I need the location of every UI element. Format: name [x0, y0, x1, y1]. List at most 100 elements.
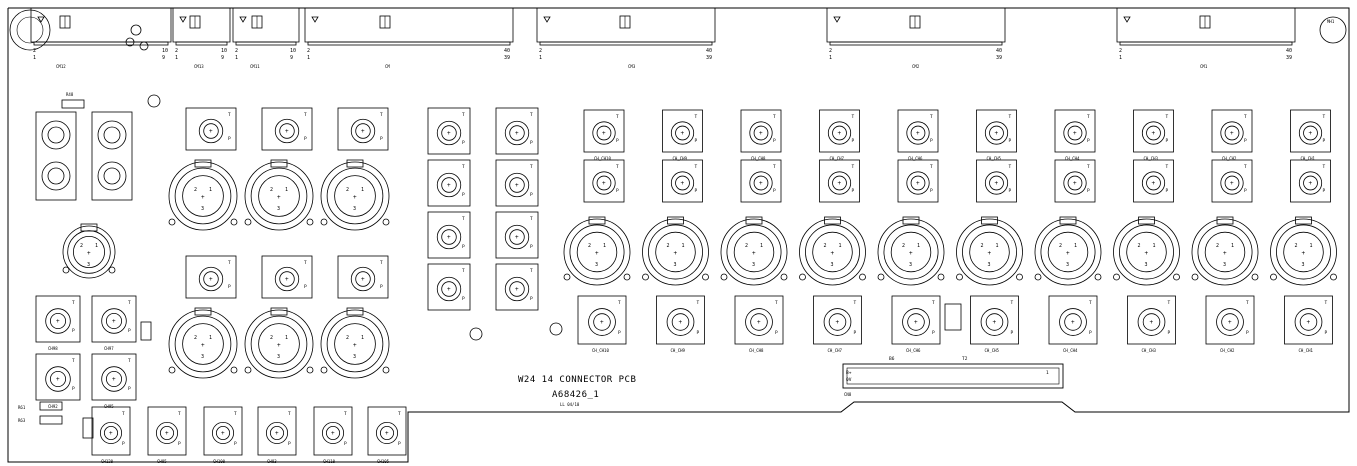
- xlr-latch: [1138, 216, 1155, 225]
- jack-connector: +TP: [427, 159, 471, 207]
- jack-ring: [350, 118, 376, 144]
- xlr-pin: +: [909, 250, 913, 257]
- dual-jack-body: [35, 111, 77, 201]
- jack-plus: +: [109, 430, 113, 437]
- jack-inner: [1303, 175, 1318, 191]
- jack-label: CH120: [101, 459, 114, 464]
- jack-ring: [980, 308, 1009, 336]
- jack-pin: P: [128, 328, 131, 334]
- jack-connector: +TP: [495, 107, 539, 155]
- jack-body: [583, 109, 625, 153]
- xlr-screw: [168, 218, 176, 226]
- jack-pin: T: [228, 112, 231, 118]
- jack-body: [427, 159, 471, 207]
- xlr-pin: 1: [1310, 243, 1313, 249]
- jack-inner: [270, 426, 284, 440]
- xlr-pin: +: [1066, 250, 1070, 257]
- jack-connector: +TP: [337, 255, 389, 299]
- jack-connector: +TP: [427, 263, 471, 311]
- jack-ring: [99, 421, 123, 445]
- jack-pin: T: [1009, 114, 1012, 120]
- jack-ring: [155, 421, 179, 445]
- jack-connector: +TP: [185, 107, 237, 151]
- jack-label: CH_CH3: [1144, 156, 1159, 161]
- xlr-screw: [859, 273, 866, 281]
- jack-plus: +: [285, 128, 289, 135]
- jack-pin: P: [775, 330, 778, 336]
- header-outline: [826, 8, 1006, 43]
- xlr-screw: [799, 273, 806, 281]
- header-pin-label: 2: [175, 48, 178, 54]
- header-ref: CM13: [194, 64, 204, 69]
- xlr-screw: [108, 266, 116, 274]
- jack-plus: +: [331, 430, 335, 437]
- xlr-latch: [1216, 216, 1234, 225]
- jack-pin: P: [462, 140, 465, 146]
- header-pin-label: 2: [539, 48, 542, 54]
- header-pin-label: 40: [504, 48, 510, 54]
- jack-label: CH_CH6: [908, 156, 923, 161]
- jack-plus: +: [916, 180, 920, 187]
- jack-pin: T: [178, 411, 181, 417]
- jack-label: CH100: [213, 459, 226, 464]
- jack-pin: P: [1166, 188, 1169, 194]
- jack-connector: +TP: [337, 107, 389, 151]
- jack-inner: [441, 229, 457, 245]
- xlr-screw: [563, 273, 571, 281]
- jack-inner: [509, 281, 525, 297]
- xlr-outer: [168, 309, 238, 379]
- jack-pin: P: [932, 330, 935, 336]
- jack-inner: [1299, 313, 1318, 331]
- xlr-face: [576, 231, 618, 273]
- jack-body: [819, 109, 860, 153]
- xlr-pin: 3: [752, 262, 755, 268]
- jack-connector: +TP: [819, 159, 860, 203]
- jack-pin: P: [618, 330, 621, 336]
- xlr-latch: [1295, 216, 1312, 225]
- xlr-screw: [623, 273, 631, 281]
- xlr-face: [334, 323, 376, 365]
- jack-ring: [97, 120, 127, 150]
- xlr-latch: [981, 216, 998, 225]
- jack-ring: [827, 171, 852, 195]
- xlr-inner: [174, 315, 232, 373]
- xlr-pin: +: [201, 342, 205, 349]
- jack-plus: +: [285, 276, 289, 283]
- xlr-pin: 3: [1066, 262, 1069, 268]
- jack-pin: T: [773, 114, 776, 120]
- jack-pin: P: [1011, 330, 1014, 336]
- jack-pin: T: [930, 164, 933, 170]
- jack-pin: P: [234, 441, 237, 447]
- jack-body: [891, 295, 941, 345]
- jack-pin: T: [462, 112, 465, 118]
- xlr-screw: [1270, 273, 1277, 281]
- jack-pin: P: [380, 136, 383, 142]
- header-pin-label: 40: [706, 48, 712, 54]
- xlr-outer: [168, 161, 238, 231]
- jack-inner: [910, 125, 926, 141]
- jack-pin: T: [1011, 300, 1014, 306]
- jack-ring: [375, 421, 399, 445]
- jack-ring: [592, 121, 616, 145]
- jack-pin: T: [234, 411, 237, 417]
- jack-body: [970, 295, 1019, 345]
- jack-pin: T: [462, 268, 465, 274]
- jack-plus: +: [1150, 319, 1154, 326]
- jack-ring: [1220, 171, 1244, 195]
- xlr-outer: [244, 309, 314, 379]
- xlr-screw: [780, 273, 788, 281]
- jack-ring: [436, 120, 462, 146]
- jack-inner: [1146, 175, 1161, 191]
